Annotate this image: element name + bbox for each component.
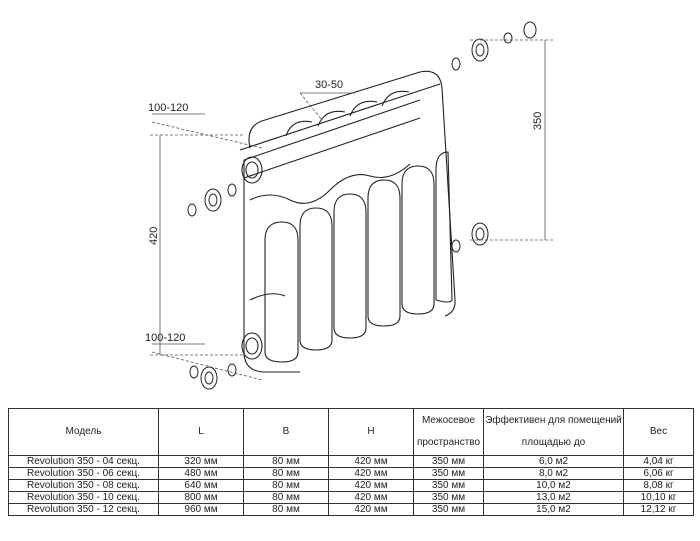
table-header-row: Модель L B H Межосевое пространство Эффе… [8, 408, 694, 456]
cell-area: 10,0 м2 [483, 479, 624, 492]
dim-bottom-offset: 100-120 [145, 332, 185, 344]
cell-model: Revolution 350 - 12 секц. [8, 503, 159, 516]
cell-l: 800 мм [158, 491, 244, 504]
cell-l: 480 мм [158, 467, 244, 480]
header-b: B [243, 408, 329, 456]
cell-weight: 4,04 кг [623, 455, 694, 468]
table-row: Revolution 350 - 04 секц. 320 мм 80 мм 4… [8, 455, 694, 468]
dim-center-distance: 350 [532, 112, 544, 130]
cell-area: 13,0 м2 [483, 491, 624, 504]
cell-b: 80 мм [243, 479, 329, 492]
header-h: H [328, 408, 414, 456]
spec-table: Модель L B H Межосевое пространство Эффе… [8, 408, 694, 516]
cell-weight: 10,10 кг [623, 491, 694, 504]
cell-center: 350 мм [413, 479, 484, 492]
cell-model: Revolution 350 - 04 секц. [8, 455, 159, 468]
fittings-right [451, 21, 537, 253]
header-center-distance: Межосевое пространство [413, 408, 484, 456]
dimension-lines [150, 39, 555, 381]
table-row: Revolution 350 - 12 секц. 960 мм 80 мм 4… [8, 503, 694, 516]
cell-h: 420 мм [328, 467, 414, 480]
cell-area: 6,0 м2 [483, 455, 624, 468]
cell-b: 80 мм [243, 455, 329, 468]
cell-l: 960 мм [158, 503, 244, 516]
dim-top-offset: 100-120 [148, 102, 188, 114]
cell-l: 640 мм [158, 479, 244, 492]
cell-center: 350 мм [413, 491, 484, 504]
header-center-line2: пространство [416, 437, 481, 448]
cell-b: 80 мм [243, 467, 329, 480]
table-row: Revolution 350 - 06 секц. 480 мм 80 мм 4… [8, 467, 694, 480]
header-weight: Вес [623, 408, 694, 456]
table-row: Revolution 350 - 10 секц. 800 мм 80 мм 4… [8, 491, 694, 504]
cell-area: 15,0 м2 [483, 503, 624, 516]
radiator-technical-drawing: 100-120 100-120 30-50 420 350 [145, 21, 555, 390]
dim-height-total: 420 [148, 227, 160, 245]
cell-h: 420 мм [328, 479, 414, 492]
cell-h: 420 мм [328, 455, 414, 468]
radiator-body [239, 70, 456, 373]
cell-weight: 12,12 кг [623, 503, 694, 516]
cell-center: 350 мм [413, 503, 484, 516]
dim-wall-gap: 30-50 [315, 79, 343, 91]
cell-model: Revolution 350 - 10 секц. [8, 491, 159, 504]
header-area-line2: площадью до [521, 437, 586, 448]
cell-b: 80 мм [243, 503, 329, 516]
header-area-line1: Эффективен для помещений [485, 415, 622, 426]
cell-weight: 6,06 кг [623, 467, 694, 480]
cell-h: 420 мм [328, 503, 414, 516]
cell-l: 320 мм [158, 455, 244, 468]
cell-center: 350 мм [413, 455, 484, 468]
header-l: L [158, 408, 244, 456]
header-area: Эффективен для помещений площадью до [483, 408, 624, 456]
header-center-line1: Межосевое [421, 415, 476, 426]
cell-h: 420 мм [328, 491, 414, 504]
cell-model: Revolution 350 - 08 секц. [8, 479, 159, 492]
cell-weight: 8,08 кг [623, 479, 694, 492]
cell-area: 8,0 м2 [483, 467, 624, 480]
cell-model: Revolution 350 - 06 секц. [8, 467, 159, 480]
fittings-left [187, 183, 237, 390]
cell-b: 80 мм [243, 491, 329, 504]
table-row: Revolution 350 - 08 секц. 640 мм 80 мм 4… [8, 479, 694, 492]
cell-center: 350 мм [413, 467, 484, 480]
header-model: Модель [8, 408, 159, 456]
